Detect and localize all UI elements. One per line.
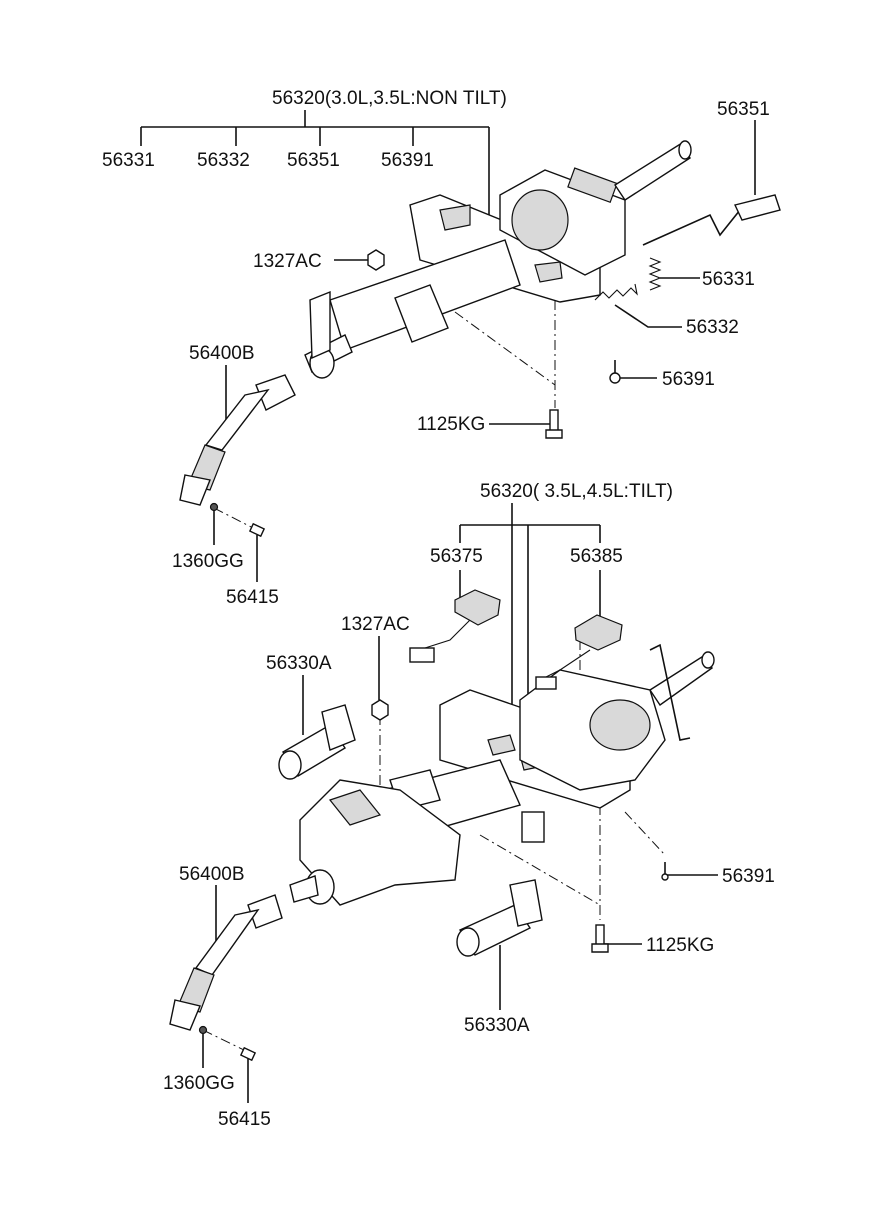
upper-sub-part-2: 56332 [197, 150, 250, 171]
upper-callout-spring: 56331 [702, 269, 755, 290]
lower-callout-motor-upper: 56330A [266, 653, 332, 674]
lower-callout-nut: 1327AC [341, 614, 410, 635]
lower-callout-motor-lower: 56330A [464, 1015, 530, 1036]
upper-callout-screw: 56391 [662, 369, 715, 390]
lower-callout-bolt: 1125KG [646, 935, 715, 956]
lower-assembly-header: 56320( 3.5L,4.5L:TILT) [480, 481, 673, 502]
upper-callout-coil-spring: 56332 [686, 317, 739, 338]
upper-assembly-header: 56320(3.0L,3.5L:NON TILT) [272, 88, 507, 109]
upper-column-drawing [179, 140, 781, 538]
lower-callout-joint-nut: 1360GG [163, 1073, 235, 1094]
upper-sub-part-1: 56331 [102, 150, 155, 171]
upper-callout-bolt: 1125KG [417, 414, 486, 435]
upper-callout-joint-nut: 1360GG [172, 551, 244, 572]
upper-callout-lever: 56351 [717, 99, 770, 120]
lower-sub-part-1: 56375 [430, 546, 483, 567]
upper-callout-nut: 1327AC [253, 251, 322, 272]
lower-callout-joint-bolt: 56415 [218, 1109, 271, 1130]
lower-sub-part-2: 56385 [570, 546, 623, 567]
upper-callout-joint: 56400B [189, 343, 255, 364]
lower-callout-screw: 56391 [722, 866, 775, 887]
lower-callout-joint: 56400B [179, 864, 245, 885]
upper-sub-part-4: 56391 [381, 150, 434, 171]
lower-column-drawing [169, 589, 715, 1062]
upper-callout-joint-bolt: 56415 [226, 587, 279, 608]
upper-sub-part-3: 56351 [287, 150, 340, 171]
